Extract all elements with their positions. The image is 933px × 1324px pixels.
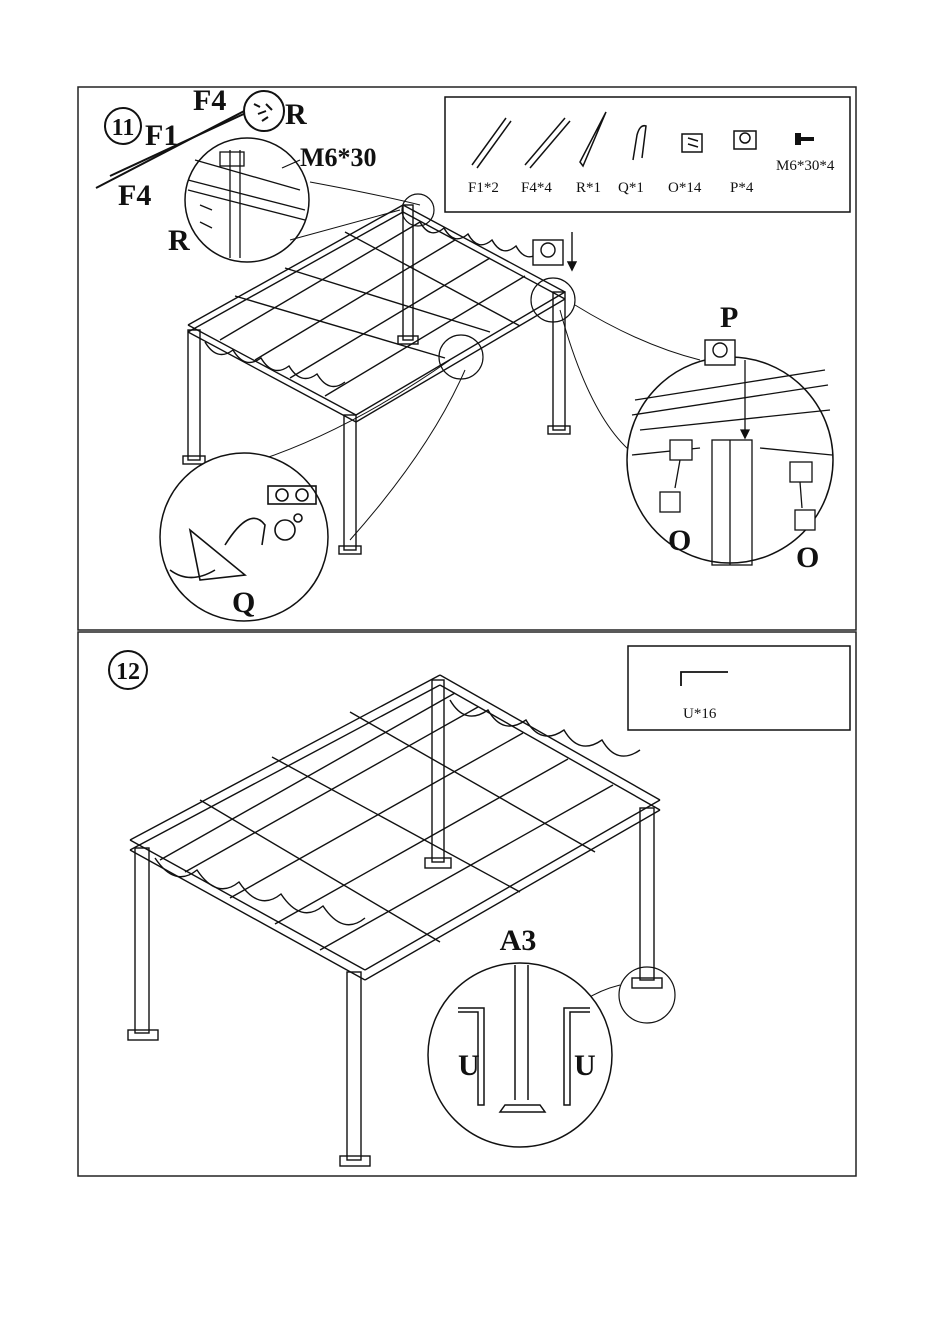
- callout-f4-top: F4: [193, 84, 226, 117]
- magnifier-footplate: [619, 967, 675, 1023]
- callout-q: Q: [232, 586, 255, 619]
- part-label-p: P*4: [730, 180, 754, 196]
- part-label-o: O*14: [668, 180, 702, 196]
- callout-m6-screw: M6*30: [300, 143, 377, 172]
- part-label-u: U*16: [683, 706, 717, 722]
- callout-f1: F1: [145, 119, 178, 152]
- magnifier-corner-back: [402, 194, 434, 226]
- detail-circle-corner-screw: [185, 138, 309, 262]
- callout-o-right: O: [796, 541, 819, 574]
- magnifier-canopy-edge: [439, 335, 483, 379]
- part-label-f1: F1*2: [468, 180, 499, 196]
- callout-a3: A3: [500, 924, 537, 957]
- step-12-number-text: 12: [116, 659, 140, 685]
- callout-f4-bottom: F4: [118, 179, 151, 212]
- step-11-number-text: 11: [112, 115, 135, 141]
- detail-circle-cap-brackets: [627, 340, 833, 565]
- callout-p: P: [720, 301, 738, 334]
- callout-o-left: O: [668, 524, 691, 557]
- cap-placement-illustration: [533, 232, 576, 270]
- callout-r-top: R: [285, 98, 307, 131]
- step-11-number: 11: [105, 108, 141, 144]
- hook-icon: [633, 126, 646, 160]
- part-label-f4: F4*4: [521, 180, 552, 196]
- part-label-r: R*1: [576, 180, 601, 196]
- cap-icon: [734, 131, 756, 149]
- callout-u-left: U: [458, 1049, 480, 1082]
- step-12-panel: 12 U*16: [78, 632, 856, 1176]
- part-label-q: Q*1: [618, 180, 644, 196]
- step-12-parts-box: U*16: [628, 646, 850, 730]
- bracket-icon: [682, 134, 702, 152]
- callout-r-bottom: R: [168, 224, 190, 257]
- part-label-m6: M6*30*4: [776, 158, 835, 174]
- screw-icon: [795, 133, 814, 145]
- callout-u-right: U: [574, 1049, 596, 1082]
- step-11-parts-box: F1*2 F4*4 R*1 Q*1 O*14 P*4 M6*30*4: [445, 97, 850, 212]
- step-11-panel: 11 F4 F1 F4 R: [78, 84, 856, 630]
- fabric-roll-icon: [244, 91, 284, 131]
- u-stake-icon: [681, 672, 728, 686]
- rod-icon: [472, 112, 606, 168]
- step-12-number: 12: [109, 651, 147, 689]
